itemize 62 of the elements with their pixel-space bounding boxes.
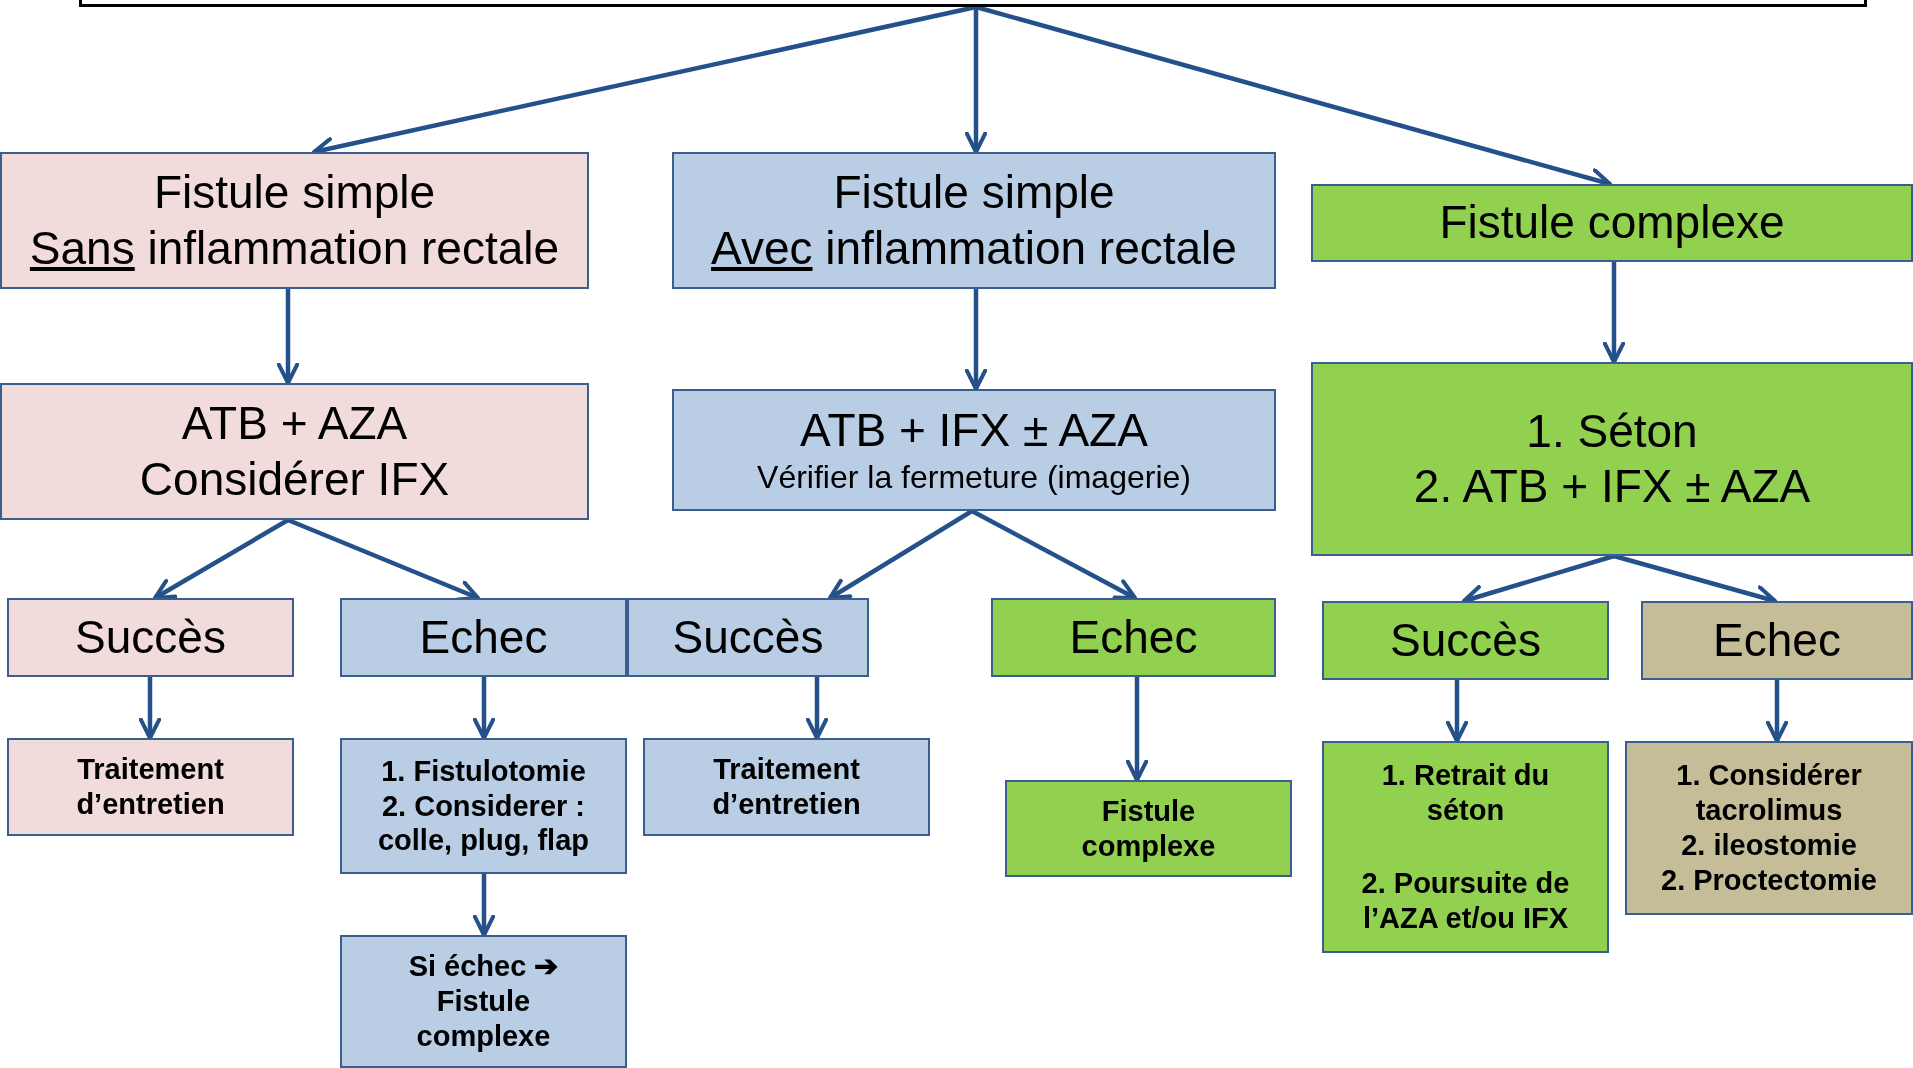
process-box xyxy=(340,598,627,677)
process-box xyxy=(0,152,589,289)
node-title: 1. Séton xyxy=(1526,403,1698,459)
arrow xyxy=(964,7,988,154)
node-text: 2. Considerer : colle, plug, flap xyxy=(376,788,591,859)
node-title: Traitement d’entretien xyxy=(75,752,226,822)
node-text: Avec inflammation rectale xyxy=(711,220,1237,276)
process-box xyxy=(672,152,1276,289)
arrow xyxy=(1765,680,1789,743)
process-box xyxy=(991,598,1276,677)
process-box xyxy=(1641,601,1913,680)
node-title: Si échec ➔ Fistule complexe xyxy=(407,949,560,1054)
process-box xyxy=(1625,741,1913,915)
node-text: Sans inflammation rectale xyxy=(29,220,560,276)
process-box xyxy=(340,738,627,874)
process-box xyxy=(1322,741,1609,953)
arrow xyxy=(828,509,974,600)
process-box xyxy=(340,935,627,1068)
process-box xyxy=(7,738,294,836)
process-box xyxy=(627,598,869,677)
process-box xyxy=(0,383,589,520)
process-box xyxy=(1322,601,1609,680)
node-title: 1. Considérer tacrolimus xyxy=(1675,758,1863,828)
node-text: 2. ATB + IFX ± AZA xyxy=(1413,459,1811,514)
node-title: Echec xyxy=(419,609,548,665)
node-title: Succès xyxy=(75,609,226,665)
arrow xyxy=(276,289,300,385)
process-box xyxy=(1311,362,1913,556)
node-text: Vérifier la fermeture (imagerie) xyxy=(757,458,1191,497)
header-box xyxy=(79,0,1867,7)
arrow xyxy=(970,509,1137,600)
process-box xyxy=(7,598,294,677)
arrow xyxy=(472,677,496,740)
node-title: 1. Retrait du séton xyxy=(1380,758,1551,828)
node-title: ATB + IFX ± AZA xyxy=(800,403,1148,459)
arrow xyxy=(1602,262,1626,364)
process-box xyxy=(1005,780,1292,877)
node-title: Succès xyxy=(1390,612,1541,668)
process-box xyxy=(1311,184,1913,262)
node-text: 2. Poursuite de l’AZA et/ou IFX xyxy=(1360,866,1571,936)
node-title: Fistule complexe xyxy=(1439,195,1785,251)
process-box xyxy=(643,738,930,836)
node-title: Echec xyxy=(1069,609,1198,665)
node-title: ATB + AZA xyxy=(181,396,408,452)
arrow xyxy=(1445,680,1469,743)
node-text: 2. ileostomie xyxy=(1681,828,1857,863)
arrow xyxy=(153,518,290,600)
arrow xyxy=(472,874,496,937)
node-text: 2. Proctectomie xyxy=(1661,862,1877,898)
arrow xyxy=(964,289,988,391)
node-text: Considérer IFX xyxy=(139,451,450,507)
arrow xyxy=(1125,677,1149,782)
arrow xyxy=(138,677,162,740)
node-title: Echec xyxy=(1713,612,1841,668)
process-box xyxy=(672,389,1276,511)
node-title: 1. Fistulotomie xyxy=(381,753,586,789)
node-title: Traitement d’entretien xyxy=(711,752,862,822)
node-title: Fistule simple xyxy=(153,165,436,221)
node-title: Fistule complexe xyxy=(1080,793,1217,864)
node-title: Fistule simple xyxy=(833,165,1115,221)
node-title: Succès xyxy=(672,609,824,665)
arrow xyxy=(805,677,829,740)
